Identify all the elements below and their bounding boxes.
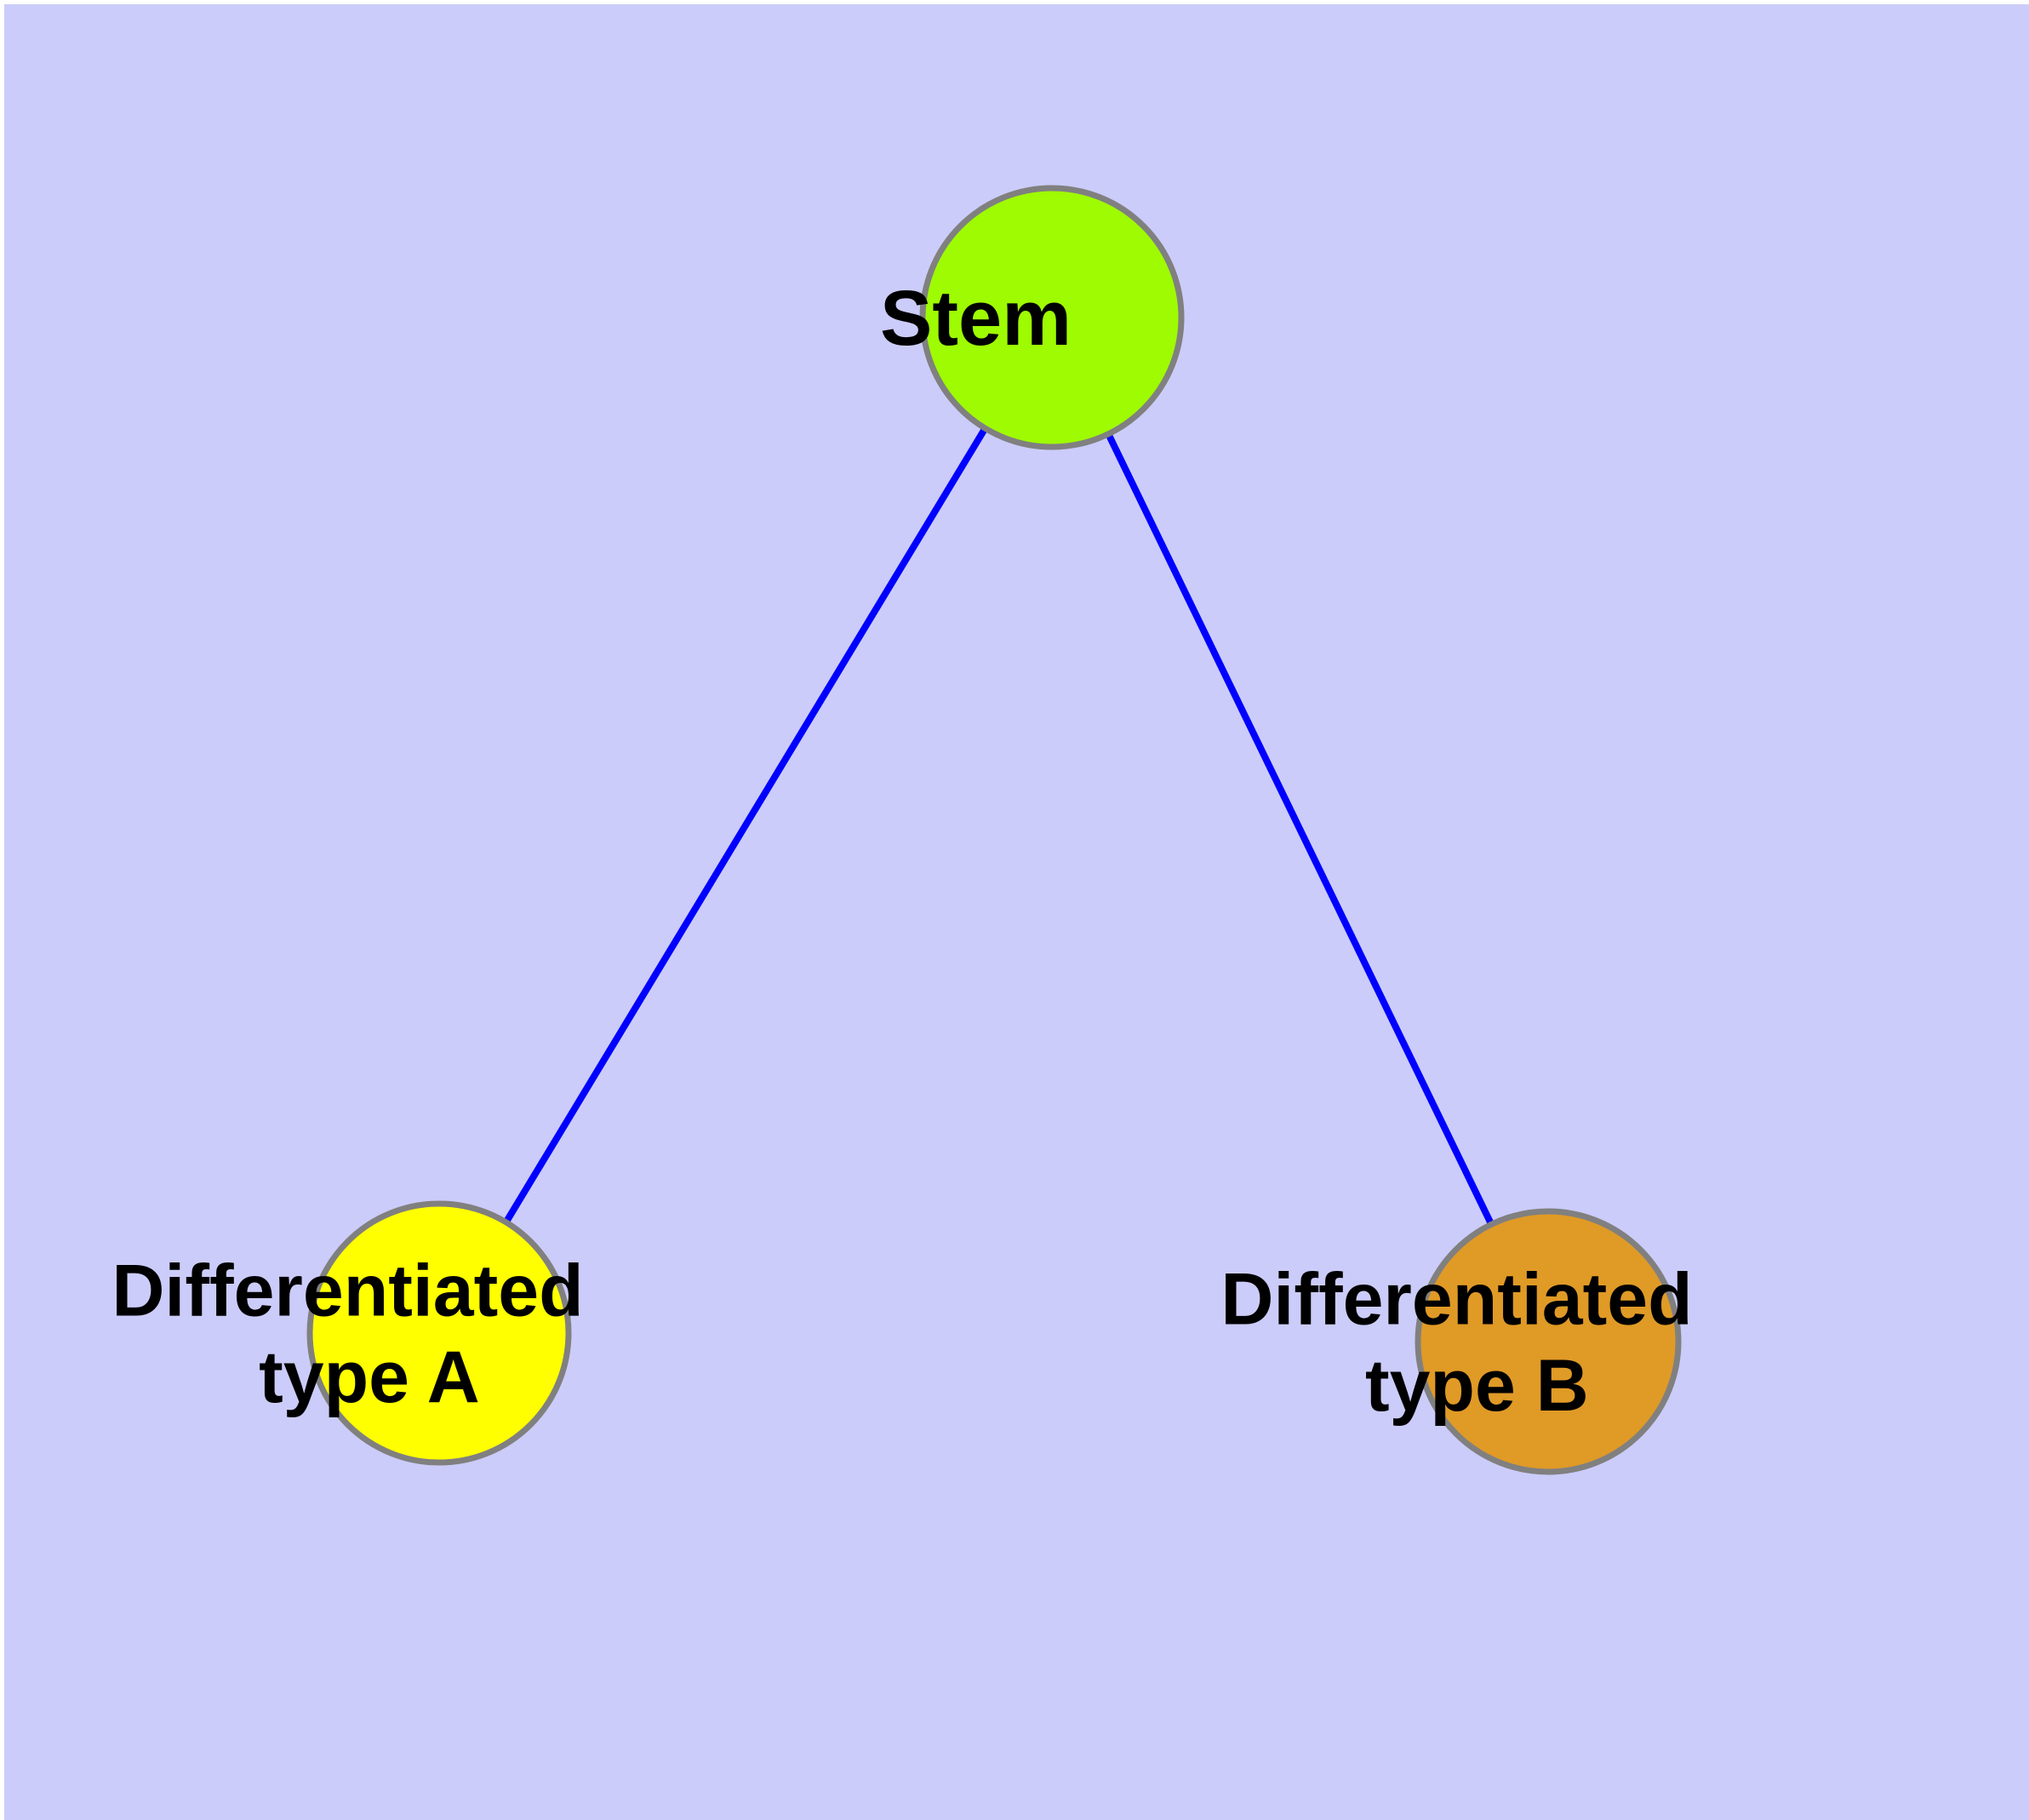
node-stem-circle[interactable] bbox=[919, 185, 1185, 450]
node-stem-label: Stem bbox=[0, 0, 1224, 362]
nodes-layer bbox=[306, 185, 1682, 1475]
node-stem[interactable] bbox=[919, 185, 1185, 450]
node-differentiated-type-a-label-line1: Differentiated bbox=[111, 1250, 583, 1331]
node-differentiated-type-a[interactable] bbox=[306, 1200, 572, 1466]
node-differentiated-type-a-circle[interactable] bbox=[306, 1200, 572, 1466]
node-differentiated-type-b-label-line1: Differentiated bbox=[1220, 1258, 1692, 1340]
node-differentiated-type-b-label: Differentiated type B bbox=[1220, 1258, 1692, 1427]
edge-stem-to-differentiated-type-b[interactable] bbox=[1049, 316, 1552, 1343]
node-differentiated-type-b-circle[interactable] bbox=[1415, 1208, 1682, 1475]
edges-layer bbox=[436, 315, 1552, 1343]
node-stem-label-line1: Stem bbox=[880, 275, 1072, 362]
node-differentiated-type-b[interactable] bbox=[1415, 1208, 1682, 1475]
node-differentiated-type-a-label: Differentiated type A bbox=[0, 0, 767, 1418]
labels-layer: Stem Differentiated type A Differentiate… bbox=[0, 0, 1692, 1427]
edge-stem-to-differentiated-type-a[interactable] bbox=[436, 315, 1055, 1336]
node-differentiated-type-a-label-line2: type A bbox=[259, 1336, 478, 1418]
node-differentiated-type-b-label-line2: type B bbox=[1365, 1345, 1589, 1427]
